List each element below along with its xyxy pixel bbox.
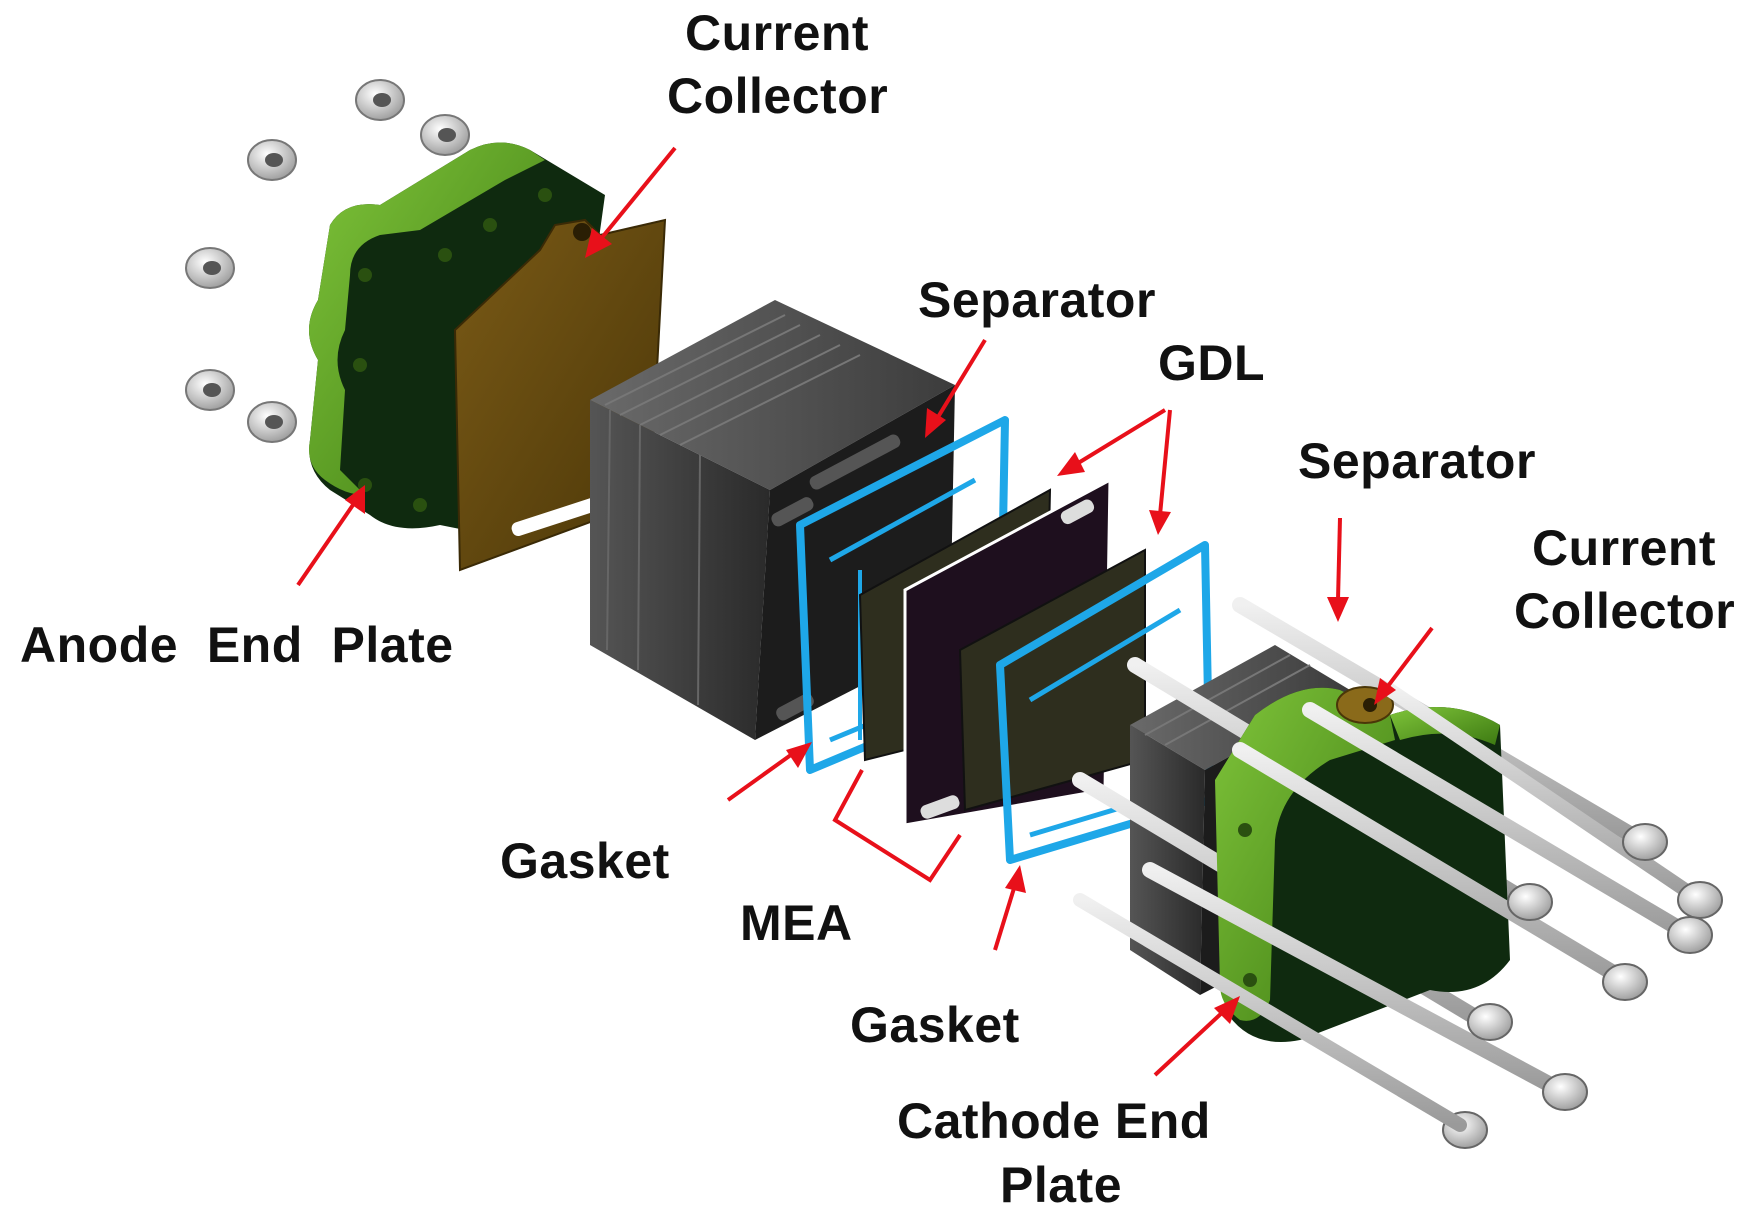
nut [247,139,297,181]
nut [420,114,470,156]
label-gasket-right: Gasket [850,997,1020,1053]
label-current-collector-right-line2: Collector [1514,583,1735,639]
label-gdl: GDL [1158,335,1265,391]
label-mea: MEA [740,895,853,951]
nut [185,369,235,411]
label-separator-left: Separator [918,272,1156,328]
cathode-assembly-shape [1072,597,1723,1149]
label-anode-end-plate: Anode End Plate [20,617,454,673]
labels: Current Collector Separator GDL Separato… [20,5,1735,1213]
label-separator-right: Separator [1298,433,1536,489]
nut [355,79,405,121]
pointer-arrows [296,146,1434,1077]
nut [247,401,297,443]
label-gasket-left: Gasket [500,833,670,889]
bolt-heads [1442,823,1723,1149]
mea-shape [858,477,1146,827]
nuts-group [185,79,470,443]
label-current-collector-right-line1: Current [1532,520,1716,576]
nut [185,247,235,289]
label-current-collector-top-line2: Collector [667,68,888,124]
label-cathode-end-plate-line1: Cathode End [897,1093,1211,1149]
label-cathode-end-plate-line2: Plate [1000,1157,1122,1213]
label-current-collector-top-line1: Current [685,5,869,61]
